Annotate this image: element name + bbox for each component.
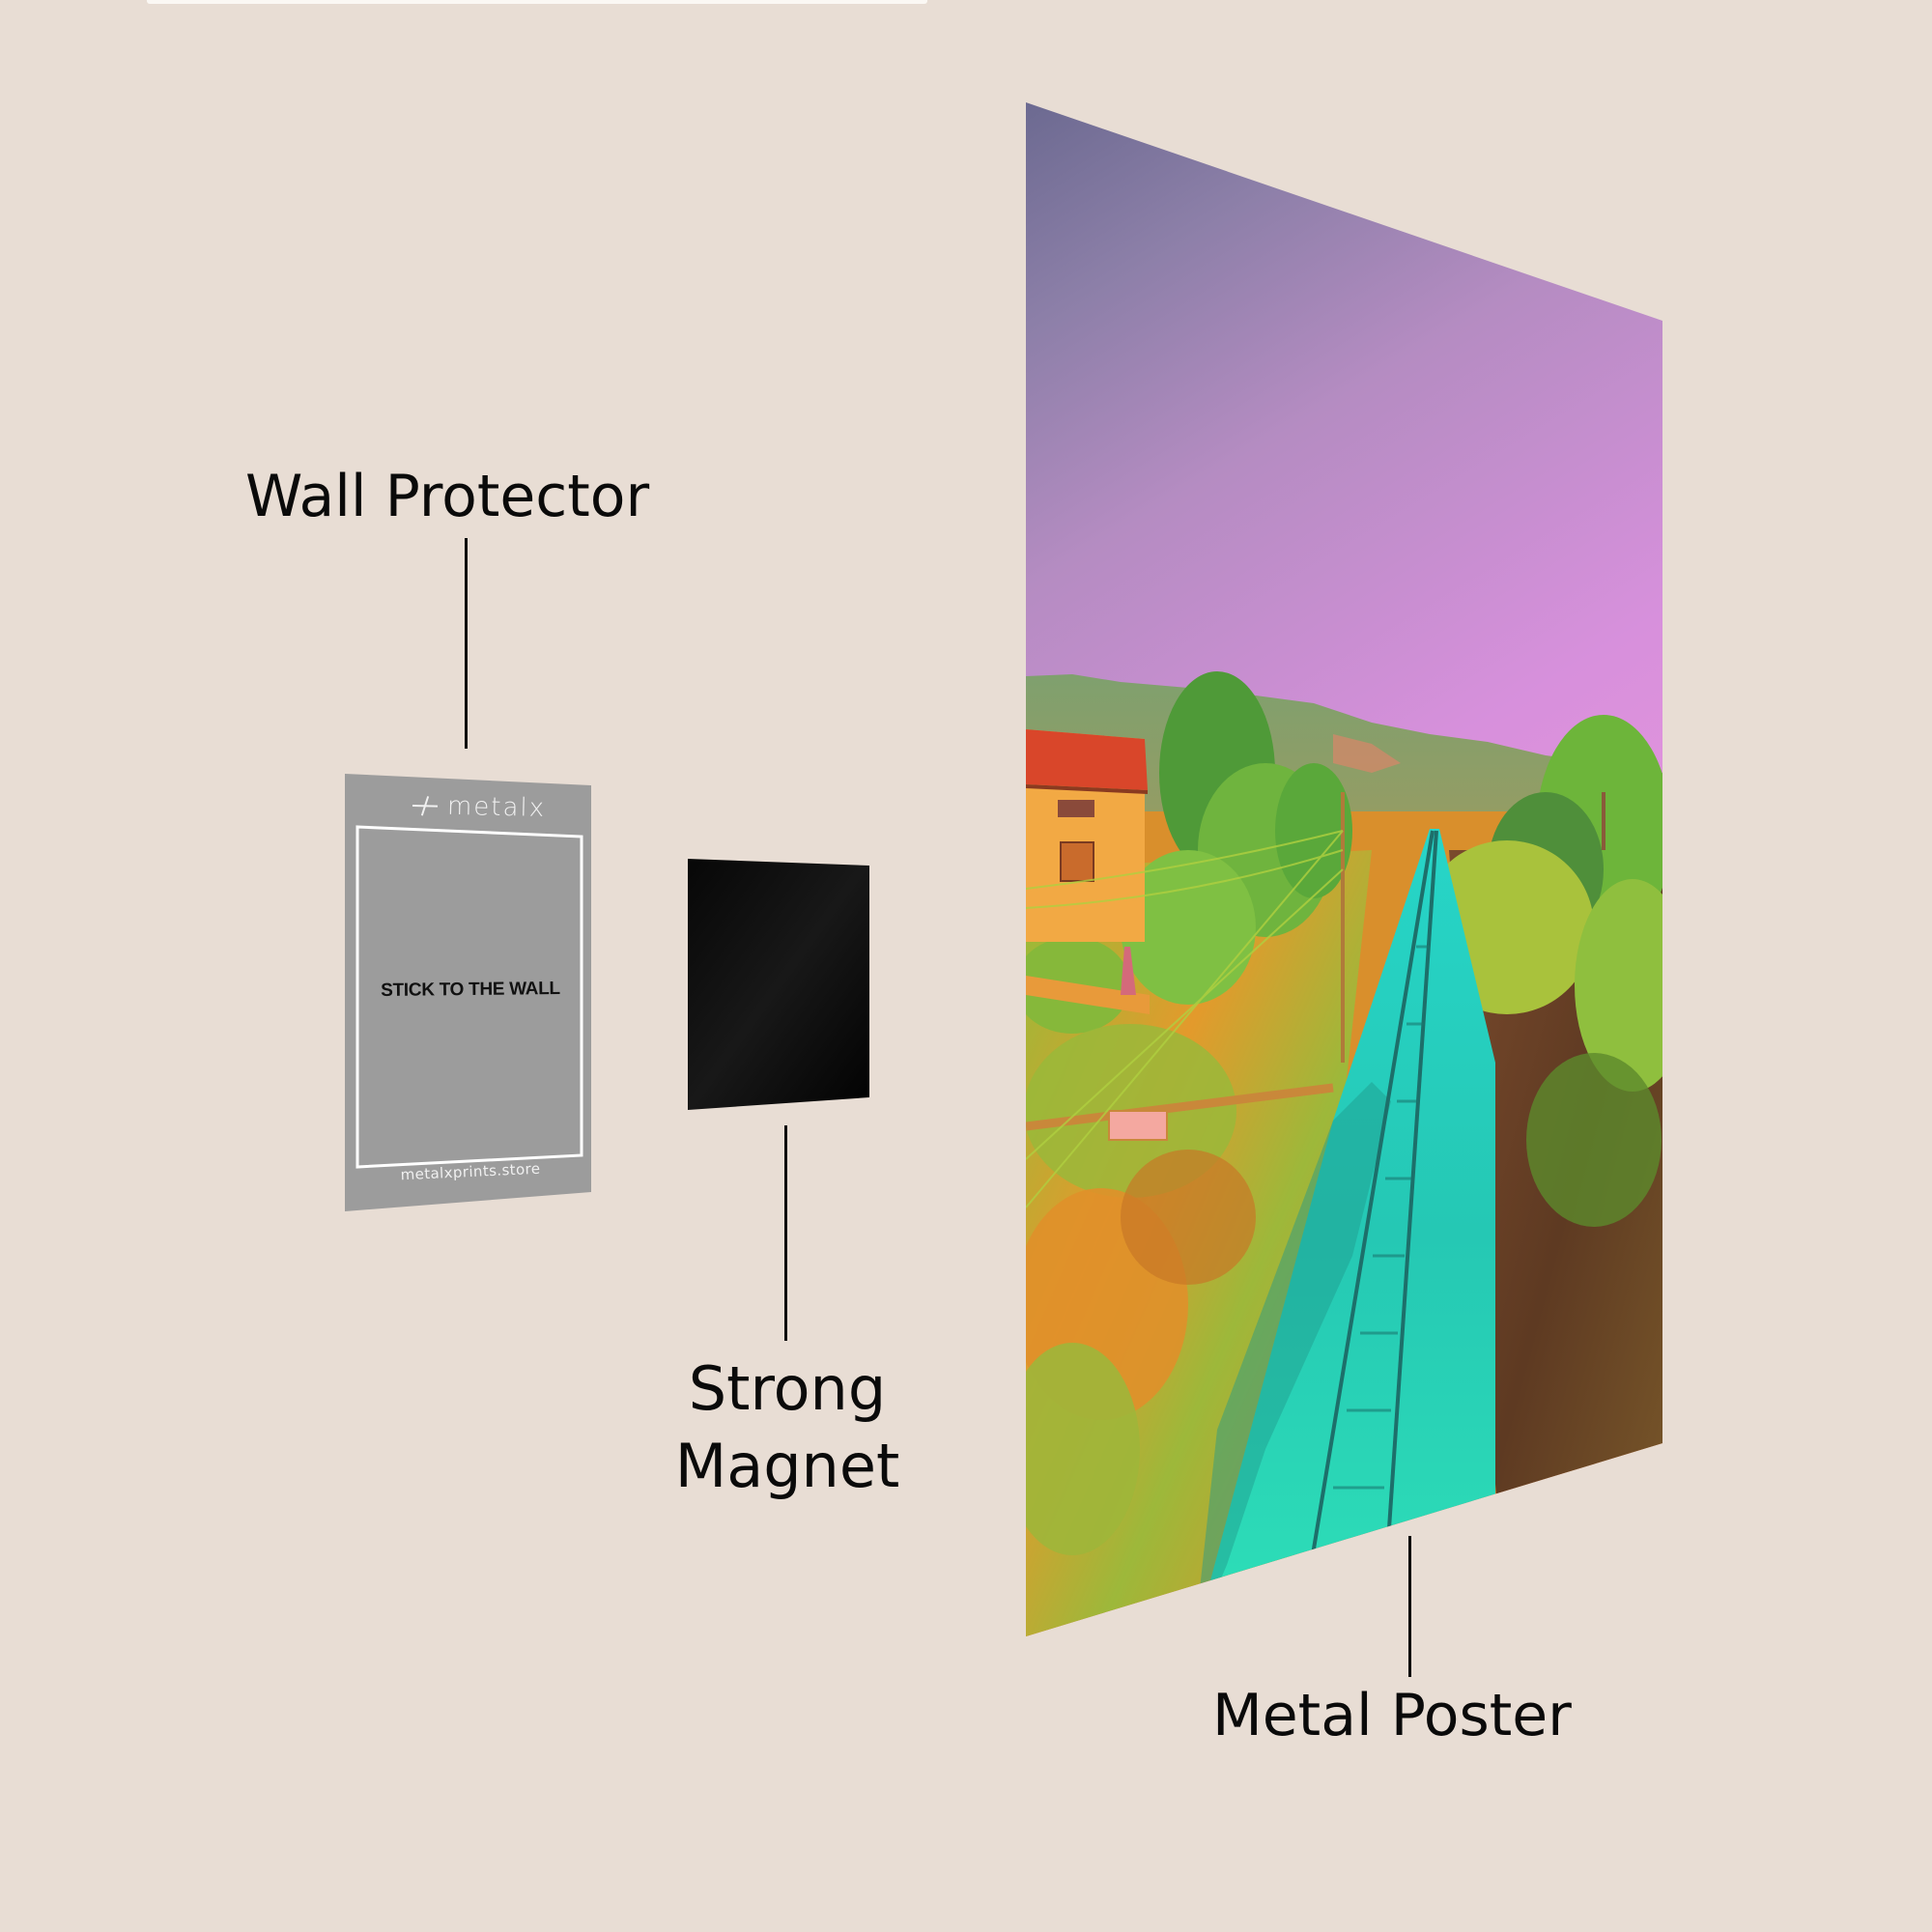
top-edge-strip: [147, 0, 927, 4]
stick-to-wall-text: STICK TO THE WALL: [381, 979, 560, 1001]
metal-poster: [1026, 102, 1662, 1636]
magnet-connector: [784, 1125, 787, 1341]
poster-connector: [1408, 1536, 1411, 1677]
metalx-logo: metalx: [411, 790, 547, 824]
metalx-slash-logo-icon: [412, 796, 439, 816]
wall-protector-connector: [465, 538, 468, 749]
strong-magnet: [688, 859, 869, 1110]
wall-protector-label: Wall Protector: [245, 463, 650, 530]
wall-protector: [345, 774, 591, 1211]
brand-name: metalx: [446, 791, 547, 823]
metal-poster-label: Metal Poster: [1212, 1682, 1572, 1749]
strong-magnet-label: Strong Magnet: [674, 1353, 900, 1501]
